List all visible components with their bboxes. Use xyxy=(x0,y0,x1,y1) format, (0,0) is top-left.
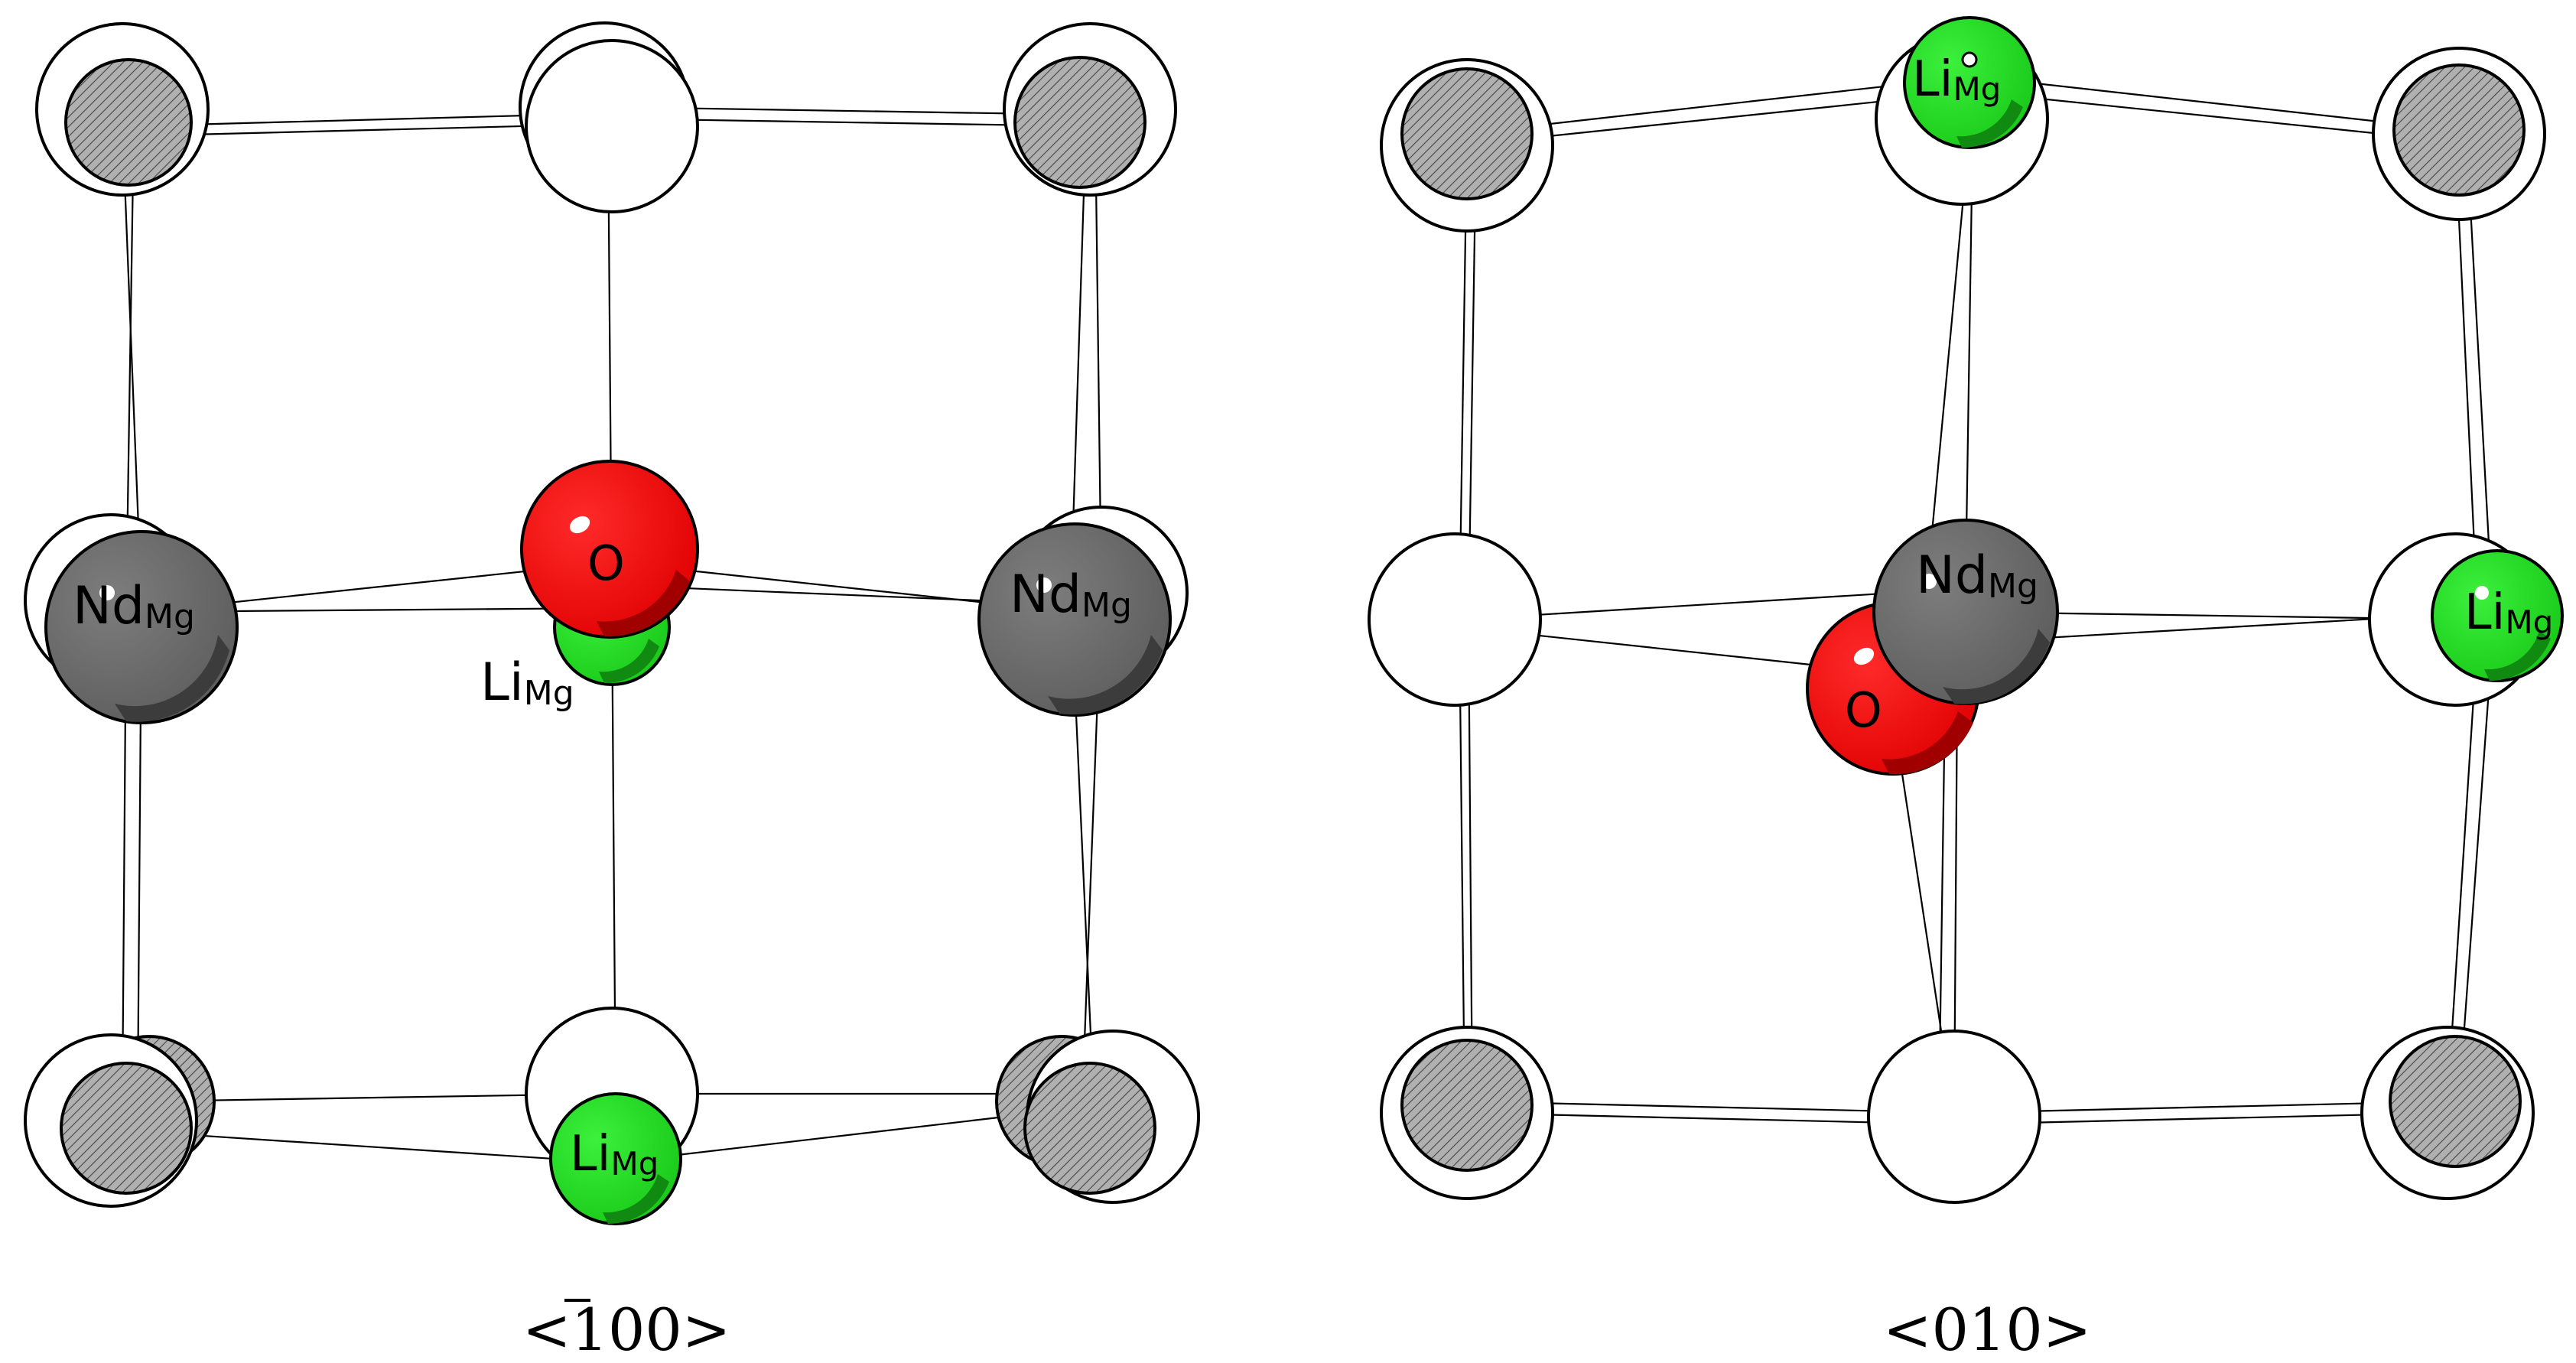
li-atom-top-r: LiMg xyxy=(1903,16,2036,149)
vacancy-site-middle-left-r xyxy=(1368,532,1542,707)
vacancy-site-top-center xyxy=(519,21,699,213)
panel-left: NdMg NdMg O LiMg LiMg xyxy=(24,21,1200,1363)
caption-left-bar-digit: 1 xyxy=(571,1296,608,1363)
corner-site-top-left xyxy=(35,22,210,197)
li-atom-bottom: LiMg xyxy=(549,1092,682,1225)
corner-site-top-right-r xyxy=(2372,47,2546,221)
li-bottom-label: LiMg xyxy=(570,1126,659,1182)
vacancy-site-bottom-center-r xyxy=(1867,1030,2041,1204)
corner-site-bottom-right-r xyxy=(2360,1026,2535,1200)
panel-right: LiMg O NdMg LiMg <010> xyxy=(1368,16,2564,1363)
nd-atom-left: NdMg xyxy=(24,513,239,724)
o-label-r: O xyxy=(1845,682,1882,738)
corner-site-top-left-r xyxy=(1380,58,1554,233)
corner-site-top-right xyxy=(1003,22,1177,197)
nd-left-label: NdMg xyxy=(73,576,195,636)
nd-atom-r: NdMg xyxy=(1872,519,2059,705)
nd-right-label: NdMg xyxy=(1010,564,1132,625)
corner-site-bottom-right xyxy=(995,1030,1200,1204)
li-atom-right-r: LiMg xyxy=(2431,549,2564,682)
nd-atom-right: NdMg xyxy=(977,506,1189,717)
li-center-label: LiMg xyxy=(480,652,574,713)
o-center-label: O xyxy=(587,535,625,591)
li-top-label: LiMg xyxy=(1912,51,2001,108)
nd-label-r: NdMg xyxy=(1916,545,2038,606)
li-right-label: LiMg xyxy=(2464,584,2553,641)
corner-site-bottom-left-r xyxy=(1380,1026,1554,1200)
corner-site-bottom-left xyxy=(24,1033,216,1208)
o-atom-center: O xyxy=(520,460,699,639)
caption-left: <100> xyxy=(522,1296,730,1363)
caption-right: <010> xyxy=(1883,1296,2091,1363)
